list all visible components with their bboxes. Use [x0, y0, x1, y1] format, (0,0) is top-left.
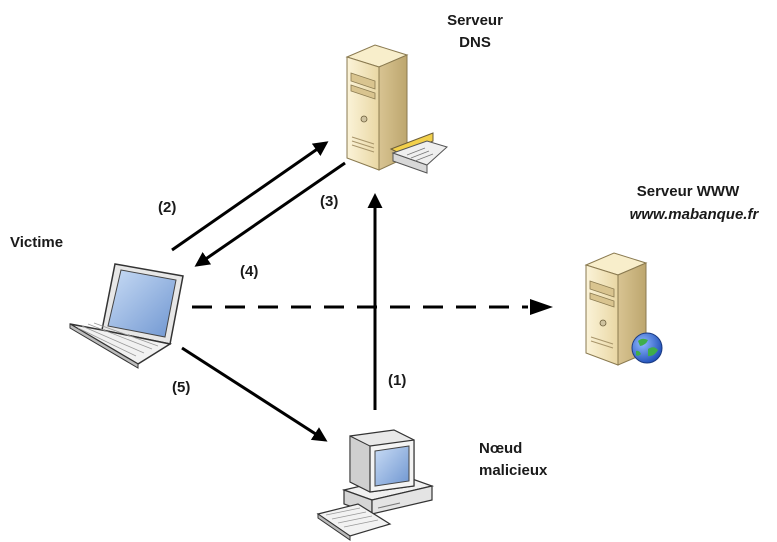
malicious-node-label-line1: Nœud	[479, 440, 522, 457]
malicious-node-label-line2: malicieux	[479, 462, 548, 479]
step-label-1: (1)	[388, 372, 406, 389]
www-server-label-line1: Serveur WWW	[637, 183, 740, 200]
step-label-3: (3)	[320, 193, 338, 210]
dns-server-icon	[345, 44, 448, 174]
globe-icon	[631, 332, 663, 364]
arrow-step-2	[171, 141, 329, 252]
dns-server-label-line2: DNS	[459, 34, 491, 51]
desktop-computer-icon	[316, 429, 435, 541]
www-server-icon	[584, 252, 663, 366]
arrow-step-5	[181, 346, 328, 442]
step-label-4: (4)	[240, 263, 258, 280]
step-label-2: (2)	[158, 199, 176, 216]
step-label-5: (5)	[172, 379, 190, 396]
victim-label: Victime	[10, 234, 63, 251]
dns-server-label-line1: Serveur	[447, 12, 503, 29]
arrow-step-3-4	[194, 161, 346, 267]
arrowhead-dashed	[530, 299, 553, 315]
laptop-icon	[69, 263, 184, 369]
www-server-label-line2: www.mabanque.fr	[630, 206, 760, 223]
